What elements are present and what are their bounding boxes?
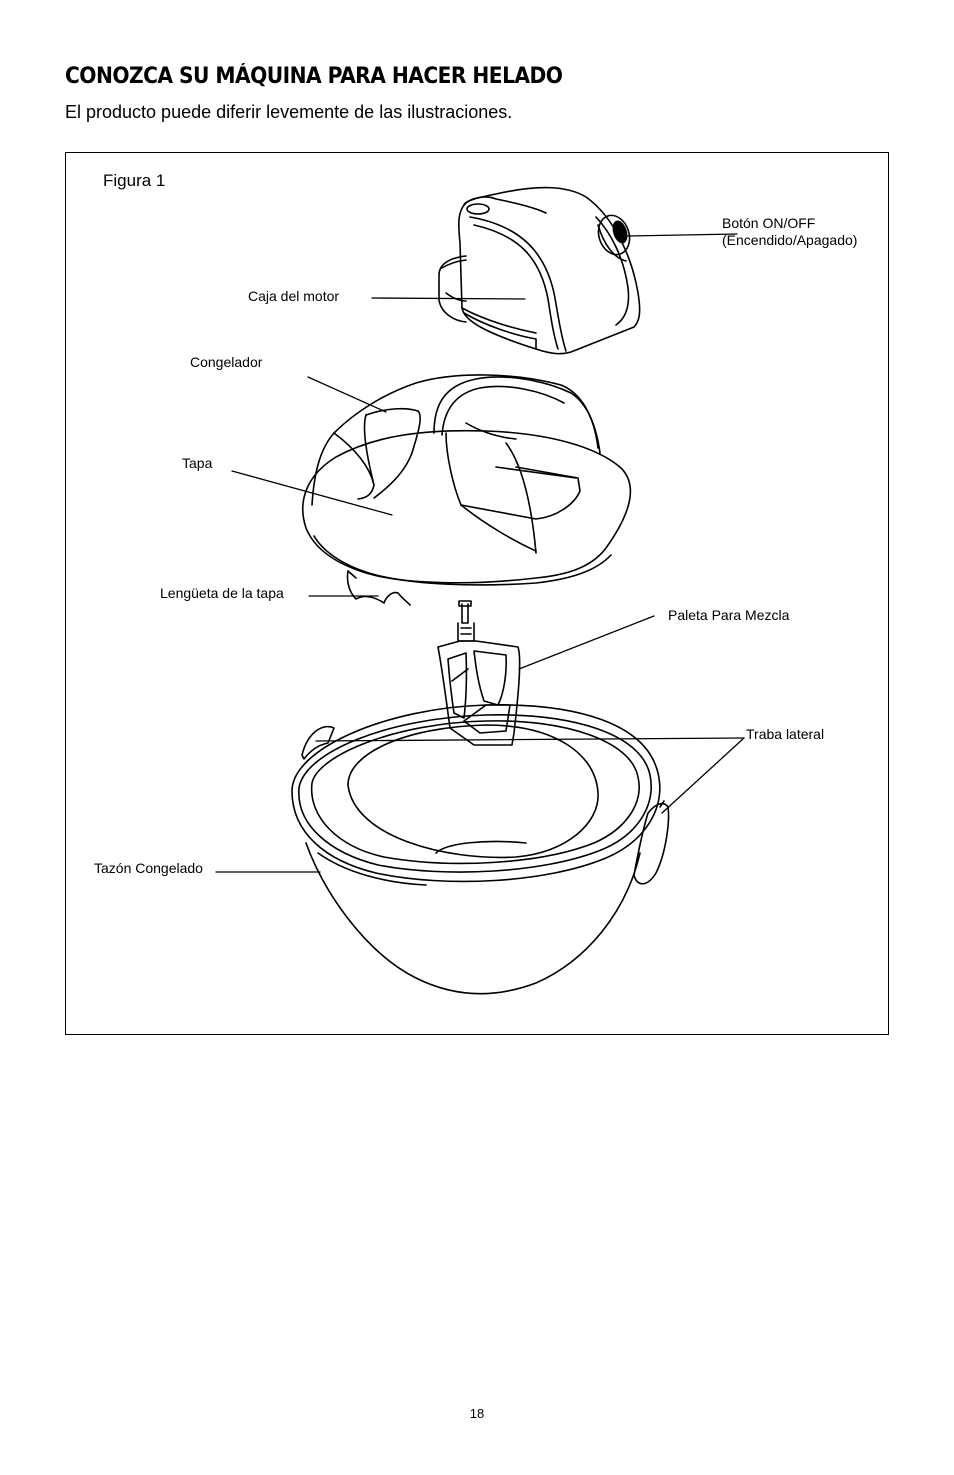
ice-cream-maker-illustration [215,186,745,995]
figure-frame: Figura 1 [65,152,889,1035]
callout-on-off-line1: Botón ON/OFF [722,215,816,231]
callout-on-off-button: Botón ON/OFF (Encendido/Apagado) [722,215,857,249]
figure-label: Figura 1 [103,171,166,190]
callout-frozen-bowl: Tazón Congelado [94,860,203,876]
motor-housing-drawing [438,186,641,355]
callout-motor-housing: Caja del motor [248,288,340,304]
frozen-bowl-drawing [291,704,670,995]
callout-mixing-paddle: Paleta Para Mezcla [668,607,790,623]
callout-lid: Tapa [182,455,213,471]
callout-leader-lines [215,233,745,873]
callout-side-latch: Traba lateral [746,726,825,742]
page-title: CONOZCA SU MÁQUINA PARA HACER HELADO [65,64,563,89]
page-number: 18 [469,1406,485,1421]
callout-lid-tab: Lengüeta de la tapa [160,585,284,601]
page-subtitle: El producto puede diferir levemente de l… [65,102,513,122]
callout-on-off-line2: (Encendido/Apagado) [722,232,858,248]
lid-drawing [301,374,632,606]
callout-freezer: Congelador [190,354,263,370]
